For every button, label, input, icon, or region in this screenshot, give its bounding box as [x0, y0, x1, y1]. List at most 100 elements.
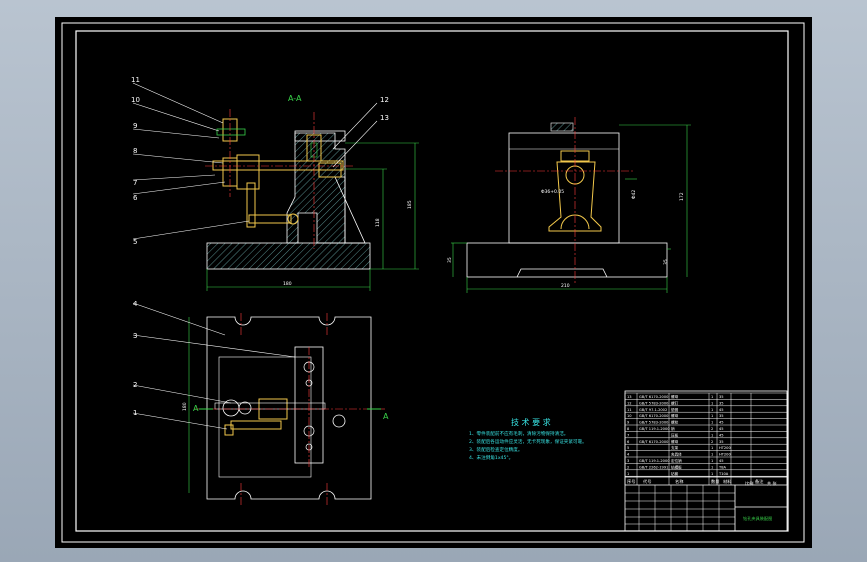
inner-frame [75, 30, 789, 532]
bom-cell: 1 [711, 433, 713, 437]
bom-cell: 夹具体 [671, 452, 682, 457]
dim-side-center: Φ36+0.05 [541, 189, 564, 195]
title-grid [625, 485, 787, 531]
bom-cell: GB/T 6170-2000 [639, 395, 669, 399]
bom-cell: 1 [711, 421, 713, 425]
bom-cell: 1 [711, 459, 713, 463]
part-number: 4 [133, 300, 138, 308]
requirement-line: 1、零件装配前不应有毛刺，清除污物保持清洁。 [469, 430, 568, 437]
bom-cell: 45 [719, 459, 724, 463]
requirement-line: 4、未注倒角1x45°。 [469, 454, 513, 461]
side-top-knurl [550, 122, 574, 132]
bom-cell: GB/T 6170-2000 [639, 414, 669, 418]
bom-cell: 1 [711, 453, 713, 457]
part-number: 9 [133, 122, 137, 130]
handle-bar [248, 214, 292, 224]
technical-requirements: 技 术 要 求 1、零件装配前不应有毛刺，清除污物保持清洁。 2、装配后各运动件… [469, 417, 587, 461]
clamp-screw [212, 160, 344, 171]
part-number: 11 [131, 76, 140, 84]
side-base [466, 242, 668, 278]
dim-side-right-base: 35 [663, 259, 669, 265]
bom-cell: 45 [719, 408, 724, 412]
bom-cell: 螺母 [671, 439, 679, 444]
side-base-notch [516, 268, 608, 278]
top-leader [132, 302, 226, 336]
bom-cell: GB/T 119.1-2000 [639, 427, 670, 431]
drawing-name: 钻孔夹具装配图 [743, 515, 772, 522]
top-leader [132, 384, 232, 404]
bom-cell: 13 [627, 395, 632, 399]
part-number: 10 [131, 96, 140, 104]
bom-cell: GB/T 5783-2000 [639, 401, 669, 405]
bom-cell: 定位销 [671, 458, 682, 463]
bom-cell: 45 [719, 427, 724, 431]
bom-cell: 1 [711, 465, 713, 469]
bom-cell: 支架 [671, 445, 679, 450]
top-block [294, 130, 346, 142]
bom-cell: 1 [711, 446, 713, 450]
bom-cell: HT200 [719, 446, 731, 450]
bom-cell: 1 [711, 401, 713, 405]
top-plate [206, 316, 372, 500]
bom-cell: 10 [627, 414, 632, 418]
top-washer [216, 128, 246, 136]
dim-side-base-height: 35 [447, 257, 453, 263]
bom-cell: 1 [711, 408, 713, 412]
bom-cell: GB/T 6170-2000 [639, 440, 669, 444]
bom-cell: 45 [719, 433, 724, 437]
dim-front-height-overall: 185 [407, 200, 413, 209]
bom-cell: 螺钉 [671, 400, 679, 405]
bom-header-cell: 备注 [755, 478, 764, 485]
bom-cell: 2 [711, 440, 713, 444]
bom-cell: T8A [718, 465, 726, 469]
bom-header-cell: 代号 [643, 478, 651, 485]
bom-cell: 1 [711, 395, 713, 399]
bom-cell: HT200 [719, 453, 731, 457]
front-section-view: A-A 185 118 180 [205, 94, 419, 291]
bom-cell: 压板 [671, 432, 679, 437]
bom-cell: 4 [627, 453, 630, 457]
bom-cell: GB/T 119.1-2000 [639, 459, 670, 463]
section-label: A-A [288, 94, 302, 103]
top-clamp-screw [214, 402, 326, 410]
bom-cell: GB/T 2262-1991 [639, 465, 668, 469]
part-number: 5 [133, 238, 137, 246]
top-clamp-handle [230, 420, 282, 430]
part-number: 3 [133, 332, 137, 340]
dim-front-width: 180 [283, 281, 292, 287]
bom-cell: GB/T 97.1-2002 [639, 408, 667, 412]
bom-cell: 1 [711, 472, 713, 476]
bom-cell: 8 [627, 427, 630, 431]
dim-side-width: 210 [561, 283, 570, 289]
bom-cell: 35 [719, 440, 724, 444]
part-number: 7 [133, 179, 137, 187]
section-mark-left: A [193, 404, 199, 413]
part-number: 6 [133, 194, 138, 202]
top-leader [132, 412, 228, 430]
top-leader [132, 334, 296, 358]
bom-cell: 螺母 [671, 413, 679, 418]
sheet-label: 共 张 [767, 480, 778, 487]
bom-header-cell: 名称 [675, 478, 683, 485]
cad-drawing: A-A 185 118 180 [61, 22, 805, 543]
dim-top-width: 180 [182, 402, 188, 411]
dim-side-upper: Φ42 [631, 190, 637, 199]
side-view: 172 Φ42 Φ36+0.05 35 35 210 [447, 117, 691, 293]
bom-header: 序号代号名称数量材料备注 [627, 478, 764, 485]
bom-header-cell: 材料 [723, 478, 732, 485]
drawing-sheet: A-A 185 118 180 [55, 17, 812, 548]
bom-cell: 销 [671, 426, 675, 431]
side-support [548, 161, 602, 232]
part-number: 8 [133, 147, 137, 155]
bom-cell: 螺母 [671, 394, 679, 399]
part-number: 13 [380, 114, 389, 122]
bom-cell: 45 [719, 421, 724, 425]
side-body [508, 132, 620, 244]
clamp-nut-right [318, 162, 342, 178]
bom-cell: GB/T 5783-2000 [639, 421, 669, 425]
bom-header-cell: 序号 [627, 478, 635, 485]
front-base [206, 242, 371, 270]
top-view: A A 180 4 3 2 1 [132, 300, 389, 505]
